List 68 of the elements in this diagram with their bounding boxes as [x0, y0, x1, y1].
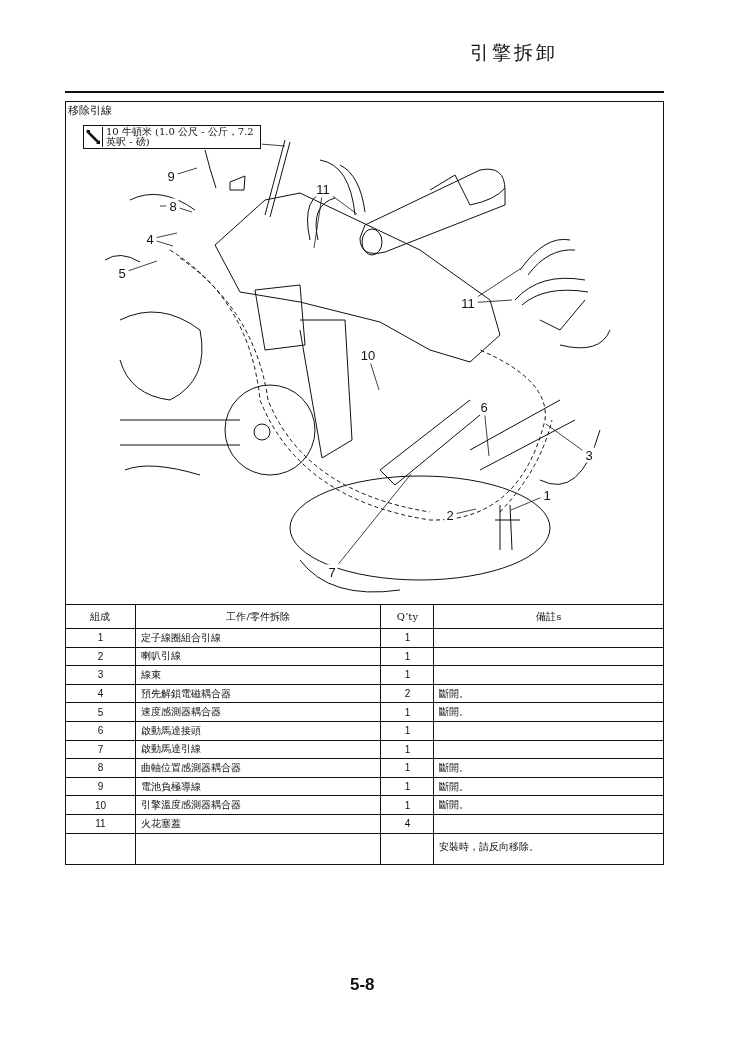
table-cell: 安裝時，請反向移除。 [433, 833, 664, 865]
page-heading: 引擎拆卸 [470, 40, 558, 65]
leader-line [332, 195, 358, 215]
table-cell: 1 [380, 740, 434, 759]
table-cell: 1 [380, 702, 434, 722]
table-cell: 1 [380, 665, 434, 685]
leader-line [156, 232, 178, 238]
table-cell: 喇叭引線 [135, 647, 381, 666]
table-cell: 1 [65, 628, 136, 648]
table-cell: 4 [380, 814, 434, 834]
table-cell: 1 [380, 777, 434, 796]
table-cell: 斷開。 [433, 684, 664, 703]
leader-line [510, 497, 541, 511]
table-cell: 9 [65, 777, 136, 796]
table-cell: 3 [65, 665, 136, 685]
table-cell: Q’ty [380, 604, 434, 629]
callout-number: 3 [583, 447, 595, 463]
table-cell: 引擎溫度感測器耦合器 [135, 795, 381, 815]
table-cell: 斷開。 [433, 758, 664, 778]
table-cell: 定子線圈組合引線 [135, 628, 381, 648]
table-cell: 組成 [65, 604, 136, 629]
table-cell: 7 [65, 740, 136, 759]
table-cell: 11 [65, 814, 136, 834]
leader-line [338, 473, 412, 565]
leader-line [179, 207, 193, 213]
leader-line [484, 415, 490, 457]
callout-number: 7 [326, 564, 338, 580]
table-cell: 預先解鎖電磁耦合器 [135, 684, 381, 703]
table-cell: 速度感測器耦合器 [135, 702, 381, 722]
leader-line [456, 508, 477, 514]
leader-line [370, 363, 380, 391]
section-title: 移除引線 [68, 103, 112, 118]
leader-line [159, 205, 167, 207]
torque-spec-text: 10 牛頓米 (1.0 公尺 - 公斤，7.2 英呎 - 磅) [105, 126, 255, 148]
table-cell: 8 [65, 758, 136, 778]
table-cell: 斷開。 [433, 702, 664, 722]
table-cell: 線束 [135, 665, 381, 685]
table-cell: 6 [65, 721, 136, 741]
callout-number: 8 [167, 198, 179, 214]
leader-line [477, 268, 521, 298]
leader-line [128, 260, 158, 272]
table-cell: 曲軸位置感測器耦合器 [135, 758, 381, 778]
page-number: 5-8 [350, 975, 375, 995]
table-cell: 1 [380, 647, 434, 666]
table-cell: 備註s [433, 604, 664, 629]
table-cell: 斷開。 [433, 795, 664, 815]
leader-line [261, 143, 286, 147]
table-cell: 斷開。 [433, 777, 664, 796]
table-cell: 啟動馬達引線 [135, 740, 381, 759]
table-cell: 2 [65, 647, 136, 666]
leader-line [313, 197, 323, 249]
table-cell: 1 [380, 721, 434, 741]
leader-line [177, 167, 198, 175]
table-cell: 1 [380, 758, 434, 778]
table-cell: 5 [65, 702, 136, 722]
table-cell: 電池負極導線 [135, 777, 381, 796]
table-cell: 1 [380, 795, 434, 815]
table-cell: 10 [65, 795, 136, 815]
leader-line [156, 240, 174, 247]
table-cell: 工作/零件拆除 [135, 604, 381, 629]
table-cell: 火花塞蓋 [135, 814, 381, 834]
table-cell: 啟動馬達接頭 [135, 721, 381, 741]
leader-line [477, 299, 513, 303]
torque-spec-box [83, 125, 261, 149]
table-cell: 1 [380, 628, 434, 648]
table-cell: 4 [65, 684, 136, 703]
leader-line [545, 423, 583, 451]
table-cell: 2 [380, 684, 434, 703]
